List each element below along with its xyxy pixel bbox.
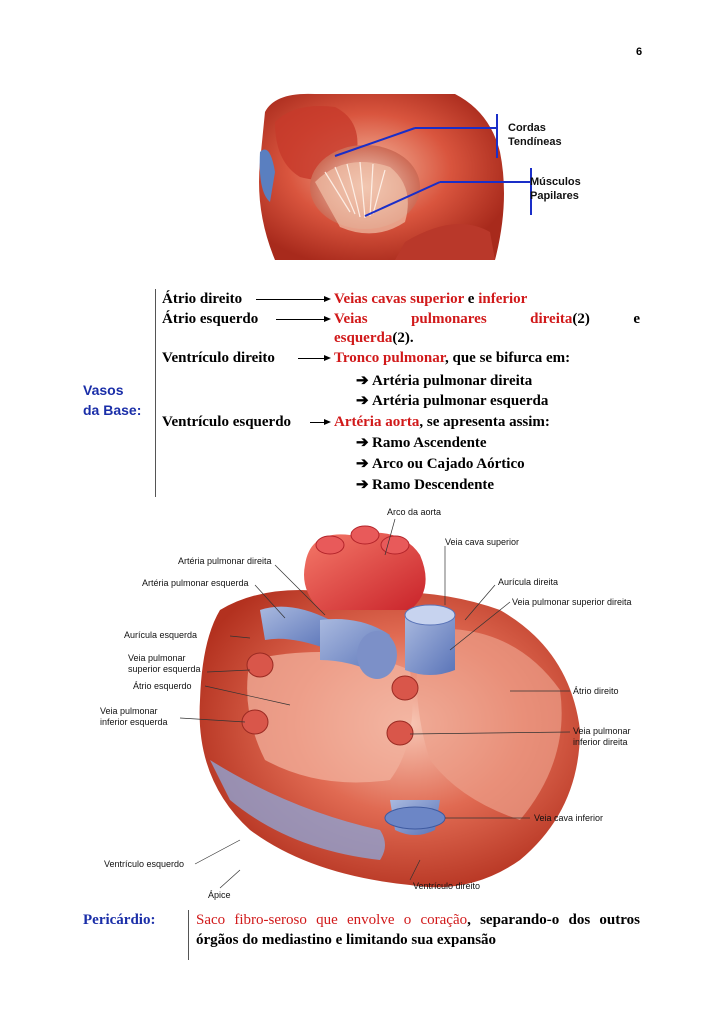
row-atrio-direito-target: Veias cavas superior e inferior	[334, 291, 528, 307]
arrow-line	[298, 358, 324, 359]
arrow-head	[324, 316, 331, 322]
arrow-line	[310, 422, 324, 423]
label-atrio-direito: Átrio direito	[573, 686, 619, 696]
label-atrio-esquerdo: Átrio esquerdo	[133, 681, 192, 691]
vasos-label-line1: Vasos	[83, 382, 124, 398]
row-ventriculo-esquerdo-target: Artéria aorta, se apresenta assim:	[334, 414, 550, 430]
figure-heart-interior: Cordas Tendíneas Músculos Papilares	[255, 92, 655, 261]
heart-posterior-illustration	[179, 518, 581, 889]
label-veia-pulmonar-superior-direita: Veia pulmonar superior direita	[512, 597, 632, 607]
label-veia-cava-superior: Veia cava superior	[445, 537, 520, 547]
label-veia-pulmonar-inferior-direita-1: Veia pulmonar	[573, 726, 631, 736]
arrow-line	[256, 299, 324, 300]
row-ventriculo-direito-target: Tronco pulmonar, que se bifurca em:	[334, 350, 571, 366]
label-veia-pulmonar-superior-esquerda-1: Veia pulmonar	[128, 653, 186, 663]
label-tendineas: Tendíneas	[508, 136, 562, 148]
sub-arco-aortico: ➔Arco ou Cajado Aórtico	[356, 456, 525, 472]
vasos-label-line2: da Base:	[83, 402, 142, 418]
label-auricula-direita: Aurícula direita	[498, 577, 559, 587]
pericardio-text: Saco fibro-seroso que envolve o coração,…	[196, 910, 640, 950]
label-veia-pulmonar-superior-esquerda-2: superior esquerda	[128, 664, 201, 674]
label-papilares: Papilares	[530, 190, 579, 202]
pericardio-text-black: , separando-o dos outros órgãos do media…	[196, 912, 640, 948]
label-apice: Ápice	[208, 890, 231, 900]
arrow-line	[276, 319, 324, 320]
page-number: 6	[636, 46, 643, 58]
label-veia-pulmonar-inferior-direita-2: inferior direita	[573, 737, 628, 747]
label-veia-pulmonar-inferior-esquerda-1: Veia pulmonar	[100, 706, 158, 716]
row-atrio-esquerdo-target: Veias pulmonares direita(2) e esquerda(2…	[334, 311, 640, 346]
pericardio-text-red: Saco fibro-seroso que envolve o coração	[196, 912, 468, 928]
sub-ramo-ascendente: ➔Ramo Ascendente	[356, 435, 487, 451]
sub-ramo-descendente: ➔Ramo Descendente	[356, 477, 495, 493]
vasos-da-base-label: Vasos da Base:	[83, 380, 141, 420]
label-ventriculo-esquerdo: Ventrículo esquerdo	[104, 859, 185, 869]
label-cordas: Cordas	[508, 122, 546, 134]
sub-art-pulm-esq: ➔Artéria pulmonar esquerda	[356, 393, 549, 409]
label-musculos: Músculos	[530, 176, 581, 188]
figure-heart-posterior: Arco da aorta Veia cava superior Artéria…	[90, 500, 650, 900]
label-ventriculo-direito: Ventrículo direito	[413, 881, 481, 891]
arrow-head	[324, 355, 331, 361]
label-veia-pulmonar-inferior-esquerda-2: inferior esquerda	[100, 717, 168, 727]
heart-interior-illustration	[259, 93, 532, 261]
row-ventriculo-esquerdo: Ventrículo esquerdo	[162, 414, 292, 430]
pericardio-label: Pericárdio:	[83, 912, 156, 928]
row-ventriculo-direito: Ventrículo direito	[162, 350, 275, 366]
label-arteria-pulmonar-direita: Artéria pulmonar direita	[178, 556, 272, 566]
label-arco-aorta: Arco da aorta	[387, 507, 442, 517]
arrow-head	[324, 296, 331, 302]
row-atrio-direito: Átrio direito	[162, 291, 243, 307]
label-arteria-pulmonar-esquerda: Artéria pulmonar esquerda	[142, 578, 249, 588]
sub-art-pulm-dir: ➔Artéria pulmonar direita	[356, 373, 533, 389]
divider-pericardio	[188, 910, 189, 960]
label-veia-cava-inferior: Veia cava inferior	[534, 813, 604, 823]
divider-vasos	[155, 289, 156, 497]
row-atrio-esquerdo: Átrio esquerdo	[162, 311, 259, 327]
label-auricula-esquerda: Aurícula esquerda	[124, 630, 198, 640]
arrow-head	[324, 419, 331, 425]
